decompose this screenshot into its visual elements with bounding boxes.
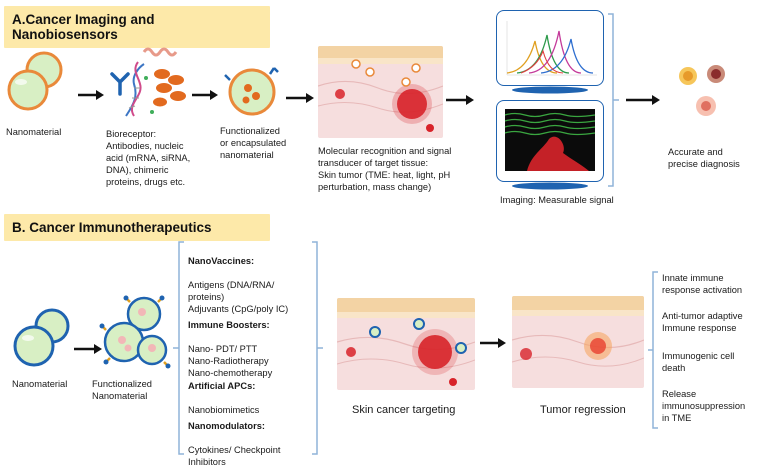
arrow-a5: [626, 95, 660, 105]
functionalized-label-a: Functionalized or encapsulated nanomater…: [220, 126, 287, 160]
category-immune-boosters-items: Nano- PDT/ PTT Nano-Radiotherapy Nano-ch…: [188, 344, 273, 378]
tumor-regression-scene: [512, 296, 644, 388]
imaging-label: Imaging: Measurable signal: [500, 195, 614, 205]
imaging-scan-panel: [496, 100, 604, 182]
scan-stage-disc: [512, 182, 588, 190]
imaging-spectra-panel: [496, 10, 604, 86]
outcome-immunogenic-death: Immunogenic cell death: [662, 351, 735, 373]
targeting-label: Skin cancer targeting: [352, 404, 456, 416]
arrow-a3: [286, 93, 314, 103]
arrow-a2: [192, 90, 218, 100]
category-nanovaccines: NanoVaccines: Antigens (DNA/RNA/ protein…: [188, 243, 288, 315]
outcomes-bracket: [648, 271, 658, 429]
imaging-bracket: [608, 13, 619, 187]
arrow-a1: [78, 90, 104, 100]
category-nanomodulators-items: Cytokines/ Checkpoint Inhibitors: [188, 445, 281, 467]
nanomaterial-spheres-b: [13, 308, 70, 367]
category-nanovaccines-items: Antigens (DNA/RNA/ proteins) Adjuvants (…: [188, 280, 289, 314]
recognition-label: Molecular recognition and signal transdu…: [318, 146, 452, 192]
categories-bracket-left: [173, 241, 184, 455]
bioreceptor-illustration: [110, 47, 186, 117]
nanomaterial-spheres-a: [7, 51, 63, 111]
category-artificial-apcs-items: Nanobiomimetics: [188, 405, 260, 415]
skin-targeting-scene: [337, 298, 475, 390]
nanomaterial-label-b: Nanomaterial: [12, 379, 68, 389]
category-nanovaccines-heading: NanoVaccines:: [188, 256, 255, 266]
outcome-innate-immune: Innate immune response activation: [662, 273, 743, 295]
section-a-title: A.Cancer Imaging and Nanobiosensors: [4, 6, 270, 48]
nanomaterial-label-a: Nanomaterial: [6, 127, 62, 137]
category-artificial-apcs: Artificial APCs: Nanobiomimetics: [188, 368, 259, 416]
functionalized-nanomaterial-b: [99, 295, 171, 369]
diagnosis-cells: [679, 65, 725, 116]
functionalized-label-b: Functionalized Nanomaterial: [92, 379, 152, 401]
skin-tissue-scene-a: [318, 46, 443, 138]
category-immune-boosters: Immune Boosters: Nano- PDT/ PTT Nano-Rad…: [188, 307, 272, 379]
bioreceptor-label: Bioreceptor: Antibodies, nucleic acid (m…: [106, 129, 191, 187]
functionalized-nanomaterial-a: [224, 67, 279, 116]
arrow-b1: [74, 344, 102, 354]
arrow-b2: [480, 338, 506, 348]
category-artificial-apcs-heading: Artificial APCs:: [188, 381, 256, 391]
category-immune-boosters-heading: Immune Boosters:: [188, 320, 270, 330]
regression-label: Tumor regression: [540, 404, 626, 416]
spectra-stage-disc: [512, 86, 588, 94]
arrow-a4: [446, 95, 474, 105]
outcome-release-suppression: Release immunosuppression in TME: [662, 389, 746, 423]
category-nanomodulators: Nanomodulators: Cytokines/ Checkpoint In…: [188, 408, 281, 468]
category-nanomodulators-heading: Nanomodulators:: [188, 421, 265, 431]
outcome-adaptive-immune: Anti-tumor adaptive Immune response: [662, 311, 743, 333]
diagnosis-label: Accurate and precise diagnosis: [668, 147, 740, 169]
section-b-title: B. Cancer Immunotherapeutics: [4, 214, 270, 241]
categories-bracket-right: [312, 241, 323, 455]
